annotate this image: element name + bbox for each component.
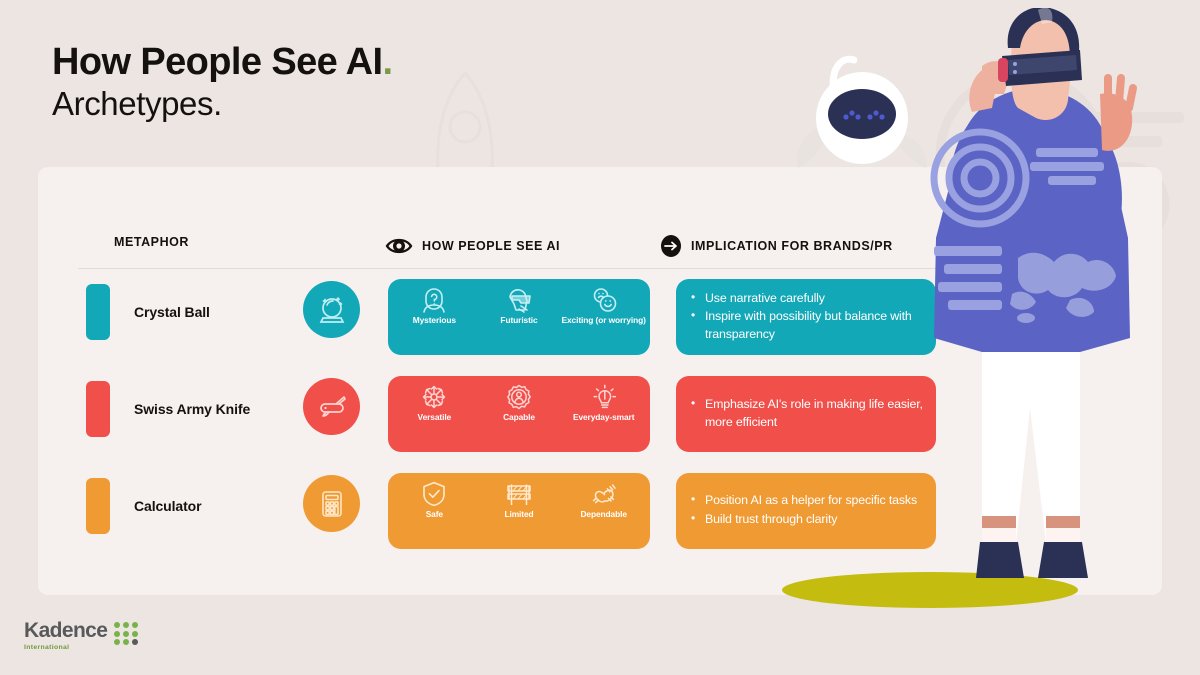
- perception-item: Safe: [392, 480, 477, 544]
- brand-logo: Kadence International: [24, 620, 138, 651]
- title-subtitle: Archetypes.: [52, 85, 222, 123]
- implication-card: Position AI as a helper for specific tas…: [676, 473, 936, 549]
- row-accent-bar: [86, 381, 110, 437]
- logo-dot: [114, 639, 121, 646]
- perception-card: Mysterious Futuristic: [388, 279, 650, 355]
- logo-dot: [122, 622, 129, 628]
- metaphor-icon-badge: [303, 475, 360, 532]
- perception-label: Capable: [503, 412, 535, 422]
- implication-item: Inspire with possibility but balance wit…: [686, 307, 924, 343]
- person-question-icon: [423, 288, 446, 313]
- metaphor-label: Swiss Army Knife: [134, 401, 251, 417]
- column-header-metaphor-label: METAPHOR: [114, 235, 189, 249]
- perception-label: Limited: [504, 509, 534, 519]
- perception-item: Versatile: [392, 383, 477, 447]
- implication-list: Emphasize AI's role in making life easie…: [686, 395, 924, 432]
- implication-list: Position AI as a helper for specific tas…: [686, 491, 924, 529]
- row-accent-bar: [86, 478, 110, 534]
- page-title: How People See AI. Archetypes.: [52, 41, 393, 124]
- implication-item: Build trust through clarity: [686, 510, 924, 529]
- logo-dot: [131, 630, 138, 637]
- perception-item: Futuristic: [477, 286, 562, 350]
- perception-label: Exciting (or worrying): [561, 315, 646, 325]
- row-accent-bar: [86, 284, 110, 340]
- gear-person-icon: [507, 384, 531, 410]
- shield-check-icon: [423, 481, 446, 507]
- column-header-how-people-see-ai-label: HOW PEOPLE SEE AI: [422, 239, 561, 253]
- lightbulb-icon: [593, 384, 616, 409]
- column-header-metaphor: METAPHOR: [114, 235, 189, 249]
- perception-label: Versatile: [417, 412, 452, 422]
- column-header-how-people-see-ai: HOW PEOPLE SEE AI: [385, 235, 560, 257]
- implication-list: Use narrative carefully Inspire with pos…: [686, 289, 924, 345]
- robot-illustration: [796, 55, 927, 168]
- calculator-icon: [321, 490, 342, 517]
- perception-item: Exciting (or worrying): [561, 286, 646, 350]
- table-row: Crystal Ball Mysterious: [0, 274, 1200, 370]
- multi-tool-icon: [423, 385, 446, 409]
- metaphor-icon-badge: [303, 378, 360, 435]
- implication-item: Use narrative carefully: [686, 289, 924, 308]
- logo-tagline: International: [24, 644, 70, 651]
- logo-dot: [122, 639, 129, 646]
- implication-item: Position AI as a helper for specific tas…: [686, 491, 924, 510]
- logo-dot: [122, 630, 129, 637]
- logo-text-block: Kadence International: [24, 619, 108, 651]
- perception-label: Safe: [425, 509, 443, 519]
- perception-item: Dependable: [561, 480, 646, 544]
- perception-card: Safe Limited: [388, 473, 650, 549]
- pocket-knife-icon: [319, 395, 346, 417]
- metaphor-label: Calculator: [134, 498, 202, 514]
- logo-dot: [131, 622, 138, 628]
- perception-item: Capable: [477, 383, 562, 447]
- perception-label: Futuristic: [500, 315, 538, 325]
- handshake-icon: [592, 484, 616, 504]
- eye-icon: [385, 238, 413, 254]
- perception-card: Versatile Capable: [388, 376, 650, 452]
- perception-label: Dependable: [580, 509, 627, 519]
- table-row: Swiss Army Knife: [0, 371, 1200, 467]
- title-main-line: How People See AI.: [52, 41, 393, 83]
- perception-item: Everyday-smart: [561, 383, 646, 447]
- metaphor-label: Crystal Ball: [134, 304, 210, 320]
- perception-item: Mysterious: [392, 286, 477, 350]
- two-faces-icon: [593, 288, 616, 312]
- perception-label: Mysterious: [412, 315, 456, 325]
- arrow-circle-icon: [661, 235, 681, 257]
- logo-wordmark: Kadence: [24, 619, 108, 642]
- implication-card: Emphasize AI's role in making life easie…: [676, 376, 936, 452]
- header-divider: [78, 268, 954, 269]
- logo-dot-grid: [114, 622, 138, 646]
- column-header-implication-label: IMPLICATION FOR BRANDS/PR: [691, 239, 893, 253]
- title-accent-dot: .: [382, 41, 393, 83]
- title-main-text: How People See AI: [52, 41, 383, 83]
- vr-headset-icon: [509, 289, 531, 313]
- perception-item: Limited: [477, 480, 562, 544]
- implication-card: Use narrative carefully Inspire with pos…: [676, 279, 936, 355]
- perception-label: Everyday-smart: [572, 412, 635, 422]
- table-row: Calculator: [0, 468, 1200, 564]
- logo-dot: [114, 630, 121, 637]
- metaphor-icon-badge: [303, 281, 360, 338]
- barrier-icon: [507, 484, 531, 505]
- crystal-ball-icon: [319, 296, 344, 323]
- logo-dot-accent: [131, 639, 138, 646]
- column-header-implication: IMPLICATION FOR BRANDS/PR: [660, 235, 893, 257]
- logo-dot: [114, 622, 121, 628]
- implication-item: Emphasize AI's role in making life easie…: [686, 395, 924, 431]
